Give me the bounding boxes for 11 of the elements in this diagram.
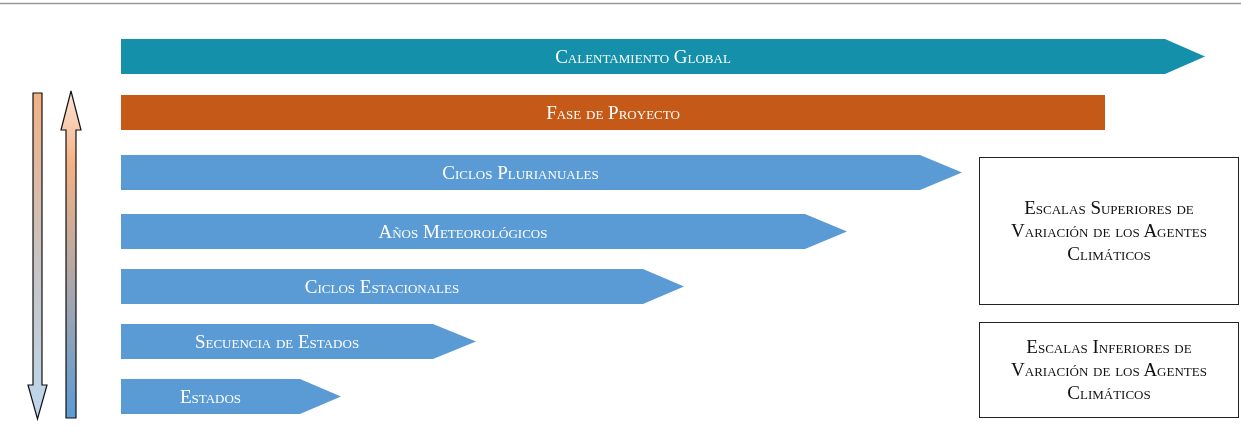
scale-box: [979, 322, 1239, 418]
band-label: Fase de Proyecto: [546, 101, 680, 124]
band-label: Estados: [179, 385, 242, 408]
box-label: Escalas Superiores de Variación de los Agentes Climáticos: [1010, 196, 1208, 266]
band-label: Ciclos Plurianuales: [442, 161, 599, 184]
band-label: Ciclos Estacionales: [304, 275, 460, 298]
band-label: Años Meteorológicos: [378, 220, 548, 243]
box-label: Escalas Inferiores de Variación de los Agentes Climáticos: [1010, 335, 1208, 405]
scale-box: [979, 157, 1239, 305]
band-label: Calentamiento Global: [555, 45, 731, 68]
band-label: Secuencia de Estados: [194, 330, 360, 353]
